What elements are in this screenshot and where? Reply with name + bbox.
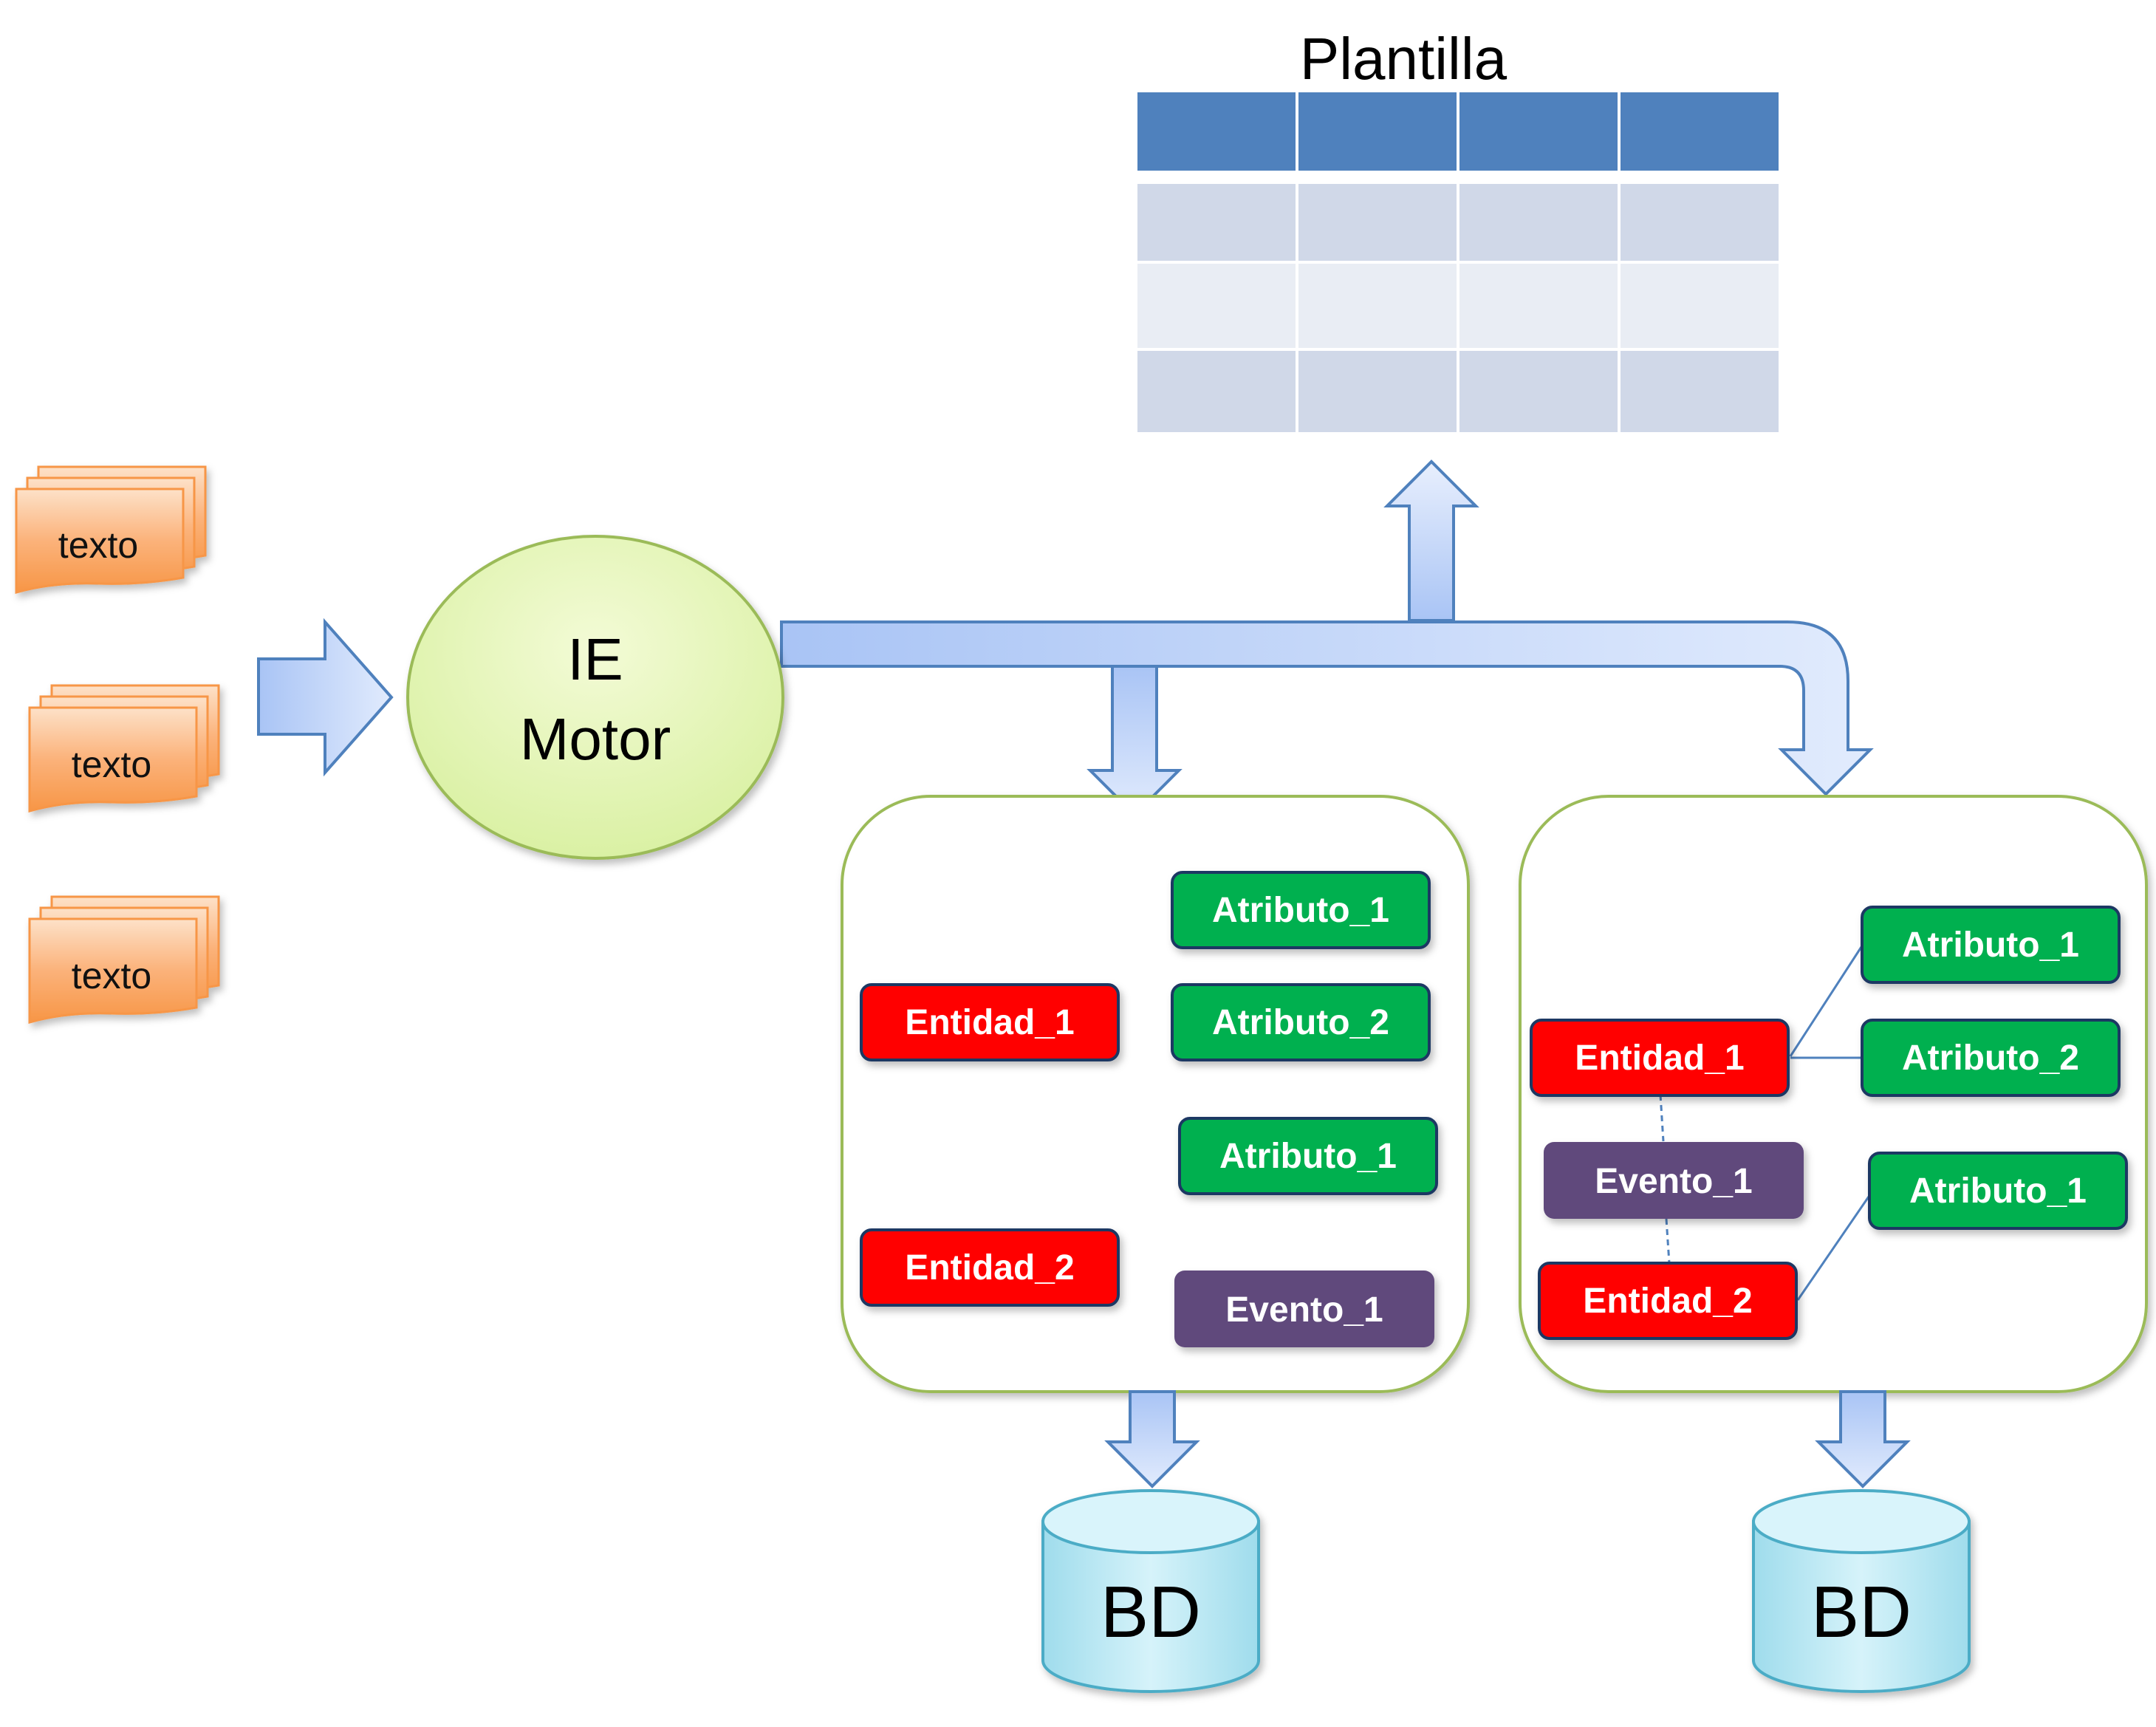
arrow-down-to-left-panel (1086, 665, 1183, 817)
template-body-cell (1459, 184, 1618, 261)
right-attribute-1: Atributo_1 (1861, 906, 2121, 984)
database-right (1752, 1489, 1971, 1693)
template-body-cell (1298, 184, 1457, 261)
template-header-cell (1298, 92, 1457, 171)
right-attribute-2: Atributo_2 (1861, 1019, 2121, 1097)
arrow-down-to-db-left (1104, 1390, 1200, 1488)
template-body-cell (1459, 351, 1618, 432)
right-attribute-2-label: Atributo_2 (1902, 1039, 2079, 1078)
left-attribute-3-label: Atributo_1 (1219, 1137, 1397, 1176)
engine-label-line2: Motor (520, 706, 671, 772)
right-entity-1-label: Entidad_1 (1575, 1039, 1744, 1078)
document-label-3: texto (72, 955, 151, 996)
distribution-bar (780, 620, 1874, 796)
right-attribute-3: Atributo_1 (1868, 1152, 2128, 1230)
left-entity-1-label: Entidad_1 (905, 1003, 1074, 1042)
template-body-cell (1137, 184, 1296, 261)
document-label-1: texto (58, 524, 138, 566)
connector-entity2-attr3 (1796, 1196, 1870, 1301)
database-right-label: BD (1811, 1571, 1912, 1652)
left-entity-2: Entidad_2 (860, 1228, 1120, 1307)
template-table: Plantilla (1137, 26, 1779, 432)
database-left (1041, 1489, 1260, 1693)
engine-label-line1: IE (567, 626, 623, 692)
left-attribute-2: Atributo_2 (1171, 983, 1431, 1061)
document-stack-1: texto (15, 465, 207, 594)
arrow-into-engine (257, 618, 394, 777)
document-stack-2: texto (28, 684, 220, 813)
left-entity-1: Entidad_1 (860, 983, 1120, 1061)
template-body-cell (1137, 351, 1296, 432)
left-attribute-1-label: Atributo_1 (1212, 891, 1389, 930)
right-event-1: Evento_1 (1544, 1142, 1804, 1219)
arrow-down-to-db-right (1815, 1390, 1911, 1488)
ie-engine: IE Motor (406, 535, 784, 860)
right-entity-1: Entidad_1 (1530, 1019, 1790, 1097)
right-entity-2: Entidad_2 (1538, 1262, 1798, 1340)
template-body-cell (1621, 184, 1779, 261)
template-header-cell (1137, 92, 1296, 171)
right-entity-2-label: Entidad_2 (1583, 1282, 1752, 1321)
document-label-2: texto (72, 744, 151, 785)
template-body-cell (1621, 351, 1779, 432)
template-grid (1137, 92, 1779, 432)
template-header-cell (1621, 92, 1779, 171)
left-attribute-1: Atributo_1 (1171, 871, 1431, 949)
document-stack-3: texto (28, 895, 220, 1024)
left-event-1-label: Evento_1 (1225, 1290, 1383, 1330)
template-body-cell (1298, 351, 1457, 432)
left-event-1: Evento_1 (1174, 1271, 1434, 1347)
template-body-cell (1621, 264, 1779, 348)
right-attribute-3-label: Atributo_1 (1909, 1172, 2087, 1211)
template-body-cell (1137, 264, 1296, 348)
right-event-1-label: Evento_1 (1595, 1162, 1752, 1201)
connector-entity1-event (1659, 1094, 1665, 1142)
right-panel: Entidad_1 Evento_1 Entidad_2 Atributo_1 … (1519, 795, 2148, 1393)
template-title: Plantilla (1300, 26, 1508, 92)
connector-entity1-attr1 (1789, 946, 1863, 1057)
left-entity-2-label: Entidad_2 (905, 1248, 1074, 1287)
database-left-label: BD (1101, 1571, 1201, 1652)
left-attribute-2-label: Atributo_2 (1212, 1003, 1389, 1042)
arrow-up-to-template (1383, 459, 1479, 622)
right-attribute-1-label: Atributo_1 (1902, 926, 2079, 965)
connector-event-entity2 (1665, 1218, 1671, 1264)
template-body-cell (1459, 264, 1618, 348)
template-header-cell (1459, 92, 1618, 171)
left-attribute-3: Atributo_1 (1178, 1117, 1438, 1195)
left-panel: Entidad_1 Entidad_2 Atributo_1 Atributo_… (841, 795, 1470, 1393)
template-body-cell (1298, 264, 1457, 348)
